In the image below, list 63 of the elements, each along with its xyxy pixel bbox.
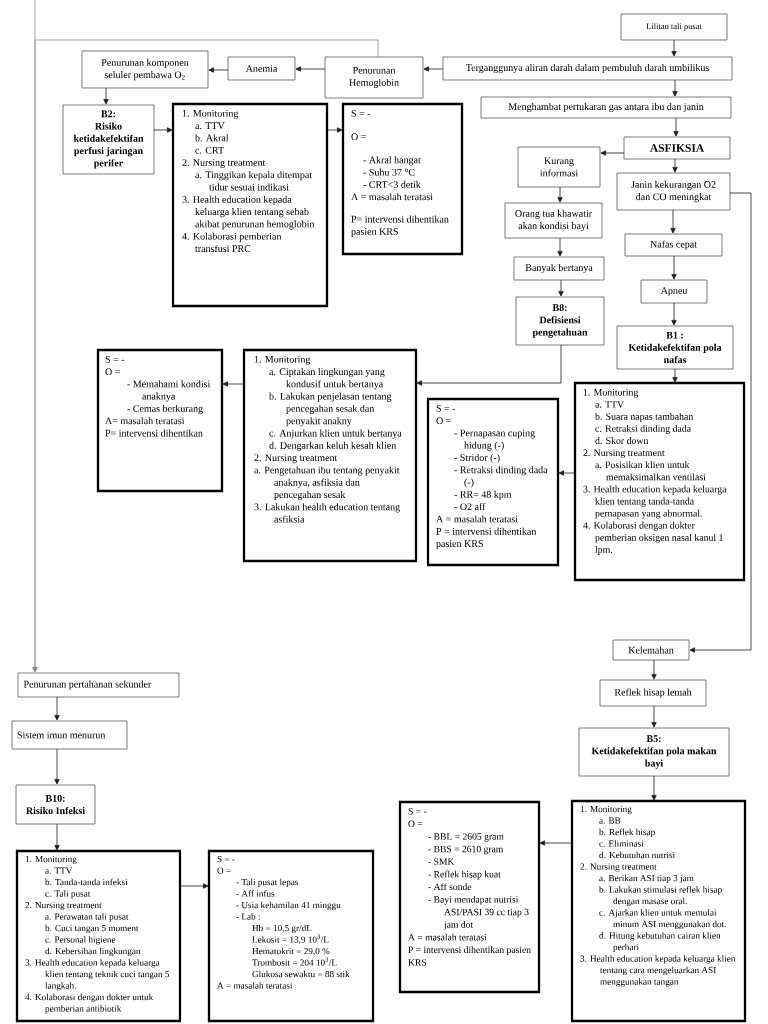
arrow <box>672 79 678 97</box>
process-box: Penurunan Hemoglobin <box>324 56 424 99</box>
arrow <box>326 127 343 133</box>
diagnosis-box: B10: Risiko Infeksi <box>15 784 96 825</box>
arrow <box>103 87 109 105</box>
process-box: Janin kekurangan O2 dan CO meningkat <box>616 172 731 211</box>
arrow <box>423 66 444 72</box>
intervention-box: 1. Monitoring a. Ciptakan lingkungan yang kondusif untuk bertanya b. Lakukan penjelasan tentang pencegahan sesak dan penyakit anakny c. Anjurkan klien untuk bertanya d. Dengarkan keluh kesah klien 2. Nursing treatment a. Pengetahuan ibu tentang penyakit anaknya, asfiksia dan pencegahan sesak 3. Lakukan health education tentang asfiksia <box>242 348 418 563</box>
arrow <box>651 705 657 728</box>
evaluation-box: S = - O = - Akral hangat - Suhu 37 °C - CRT<3 detik A = masalah teratasi P= intervensi dihentikan pasien KRS <box>341 102 464 256</box>
arrow <box>651 775 657 801</box>
arrow <box>651 659 657 680</box>
arrow <box>539 840 573 846</box>
arrow <box>222 381 245 387</box>
arrow <box>558 279 564 297</box>
process-box: Banyak bertanya <box>513 256 605 281</box>
evaluation-box: S = - O = - BBL = 2605 gram - BBS = 2610 gram - SMK - Reflek hisap kuat - Aff sonde - Bayi mendapat nutrisi ASI/PASI 39 cc tiap 3 jam dot A = masalah teratasi P = intervensi dihentikan pasien KRS <box>398 800 541 994</box>
diagnosis-box: ASFIKSIA <box>623 136 731 160</box>
arrow <box>557 237 563 257</box>
process-box: Penurunan komponen seluler pembawa O$_{2}$ <box>81 50 209 89</box>
arrow <box>671 302 677 326</box>
arrow <box>600 150 625 156</box>
process-box: Terganggunya aliran darah dalam pembuluh darah umbilikus <box>442 56 733 81</box>
diagnosis-box: B2: Risiko ketidakefektifan perfusi jaringan perifer <box>62 104 155 175</box>
process-box: Kelemahan <box>612 639 690 661</box>
intervention-box: 1. Monitoring a. TTV b. Suara napas tambahan c. Retraksi dinding dada d. Skor down 2. Nursing treatment a. Posisikan klien untuk memaksimalkan ventilasi 3. Health education kepada keluarga klien tentang tanda-tanda pernapasan yang abnormal. 4. Kolaborasi dengan dokter pemberian oksigen nasal kanul 1 lpm. <box>573 381 746 582</box>
process-box: Apneu <box>640 279 708 304</box>
arrow <box>208 67 229 73</box>
process-box: Orang tua khawatir akan kondisi bayi <box>504 202 603 239</box>
arrow <box>672 158 678 173</box>
intervention-box: 1. Monitoring a. BB b. Reflek hisap c. Eliminasi d. Kebutuhan nutrisi 2. Nursing treatment a. Berikan ASI tiap 3 jam b. Lakukan stimulasi reflek hisap dengan masase oral. c. Ajarkan klien untuk memulai minum ASI menggunakan dot. d. Hitung kebutuhan cairan klien perhari 3. Health education kepada keluarga klien tentang cara mengeluarkan ASI menggunakan tangan <box>570 799 747 1023</box>
evaluation-box: S = - O = - Pernapasan cuping hidung (-) - Stridor (-) - Retraksi dinding dada (-) - RR= 48 kpm - O2 aff A = masalah teratasi P = intervensi dihentikan pasien KRS <box>426 397 560 567</box>
arrow <box>54 748 60 785</box>
arrow <box>671 39 677 57</box>
arrow <box>179 883 209 889</box>
arrow <box>670 209 676 234</box>
arrow <box>416 344 562 386</box>
process-box: Anemia <box>227 56 296 81</box>
diagnosis-box: B1 : Ketidakefektifan pola nafas <box>616 325 734 370</box>
evaluation-box: S = - O = - Memahami kondisi anaknya - Cemas berkurang A= masalah teratasi P= intervensi dihentikan <box>96 348 224 493</box>
diagnosis-box: B5: Ketidakefektifan pola makan bayi <box>578 727 730 777</box>
process-box: Sistem imun menurun <box>11 720 128 750</box>
arrow <box>54 696 60 721</box>
process-box: Nafas cepat <box>624 233 723 257</box>
process-box: Lilitan tali pusat <box>620 13 728 41</box>
arrow <box>54 823 60 851</box>
process-box: Menghambat pertukaran gas antara ibu dan janin <box>480 96 732 119</box>
evaluation-box: S = - O = - Tali pusat lepas - Aff infus - Usia kehamilan 41 minggu - Lab : Hb = 10,5 gr/dL Lekosit = 13,9 10$^{3}$/L Hematokrit = 29,0 % Trombosit = 204 10$^{3}$/L Glukosa sewaktu = 88 stik A = masalah teratasi <box>207 849 375 1023</box>
intervention-box: 1. Monitoring a. TTV b. Akral c. CRT 2. Nursing treatment a. Tinggikan kepala ditempat tidur sesuai indikasi 3. Health education kepada keluarga klien tentang sebab akibat penurunan hemoglobin 4. Kolaborasi pemberian transfusi PRC <box>171 102 329 308</box>
diagnosis-box: B8: Defisiensi pengetahuan <box>515 296 605 346</box>
arrow <box>557 186 563 203</box>
process-box: Reflek hisap lemah <box>599 679 707 707</box>
process-box: Kurang informasi <box>517 146 601 188</box>
arrow <box>558 470 576 476</box>
process-box: Penurunan pertahanan sekunder <box>17 672 180 698</box>
arrow <box>673 117 679 137</box>
arrow <box>295 66 326 72</box>
arrow <box>671 255 677 280</box>
arrow <box>689 192 752 653</box>
intervention-box: 1. Monitoring a. TTV b. Tanda-tanda infeksi c. Tali pusat 2. Nursing treatment a. Perawatan tali pusat b. Cuci tangan 5 moment c. Personal higiene d. Kebersihan lingkungan 3. Health education kepada keluarga klien tentang teknik cuci tangan 5 langkah. 4. Kolaborasi dengan dokter untuk pemberian antibiotik <box>15 849 182 1023</box>
arrow <box>672 368 678 383</box>
arrow <box>153 127 173 133</box>
arrow <box>32 0 38 673</box>
